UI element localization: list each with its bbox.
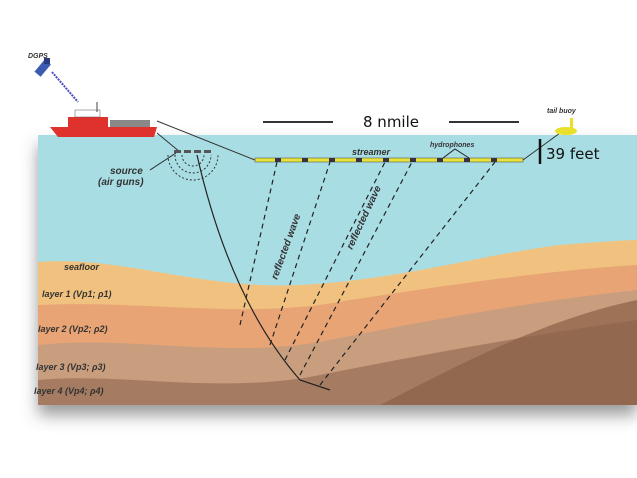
hydrophones-pointer [442, 148, 470, 159]
layer-3-label: layer 3 (Vp3; ρ3) [36, 362, 105, 372]
tow-cable-streamer [156, 120, 256, 161]
reflected-wave-line [239, 161, 278, 326]
cross-section [38, 135, 637, 405]
buoy-line [522, 132, 561, 161]
layer-4-label: layer 4 (Vp4; ρ4) [34, 386, 103, 396]
incident-wave [196, 154, 331, 391]
seafloor-label: seafloor [64, 262, 100, 272]
source-label: source [110, 166, 143, 177]
deep-rock [380, 300, 637, 405]
source-pointer [149, 152, 177, 171]
distance-label: 8 nmile [363, 113, 419, 131]
layer-2-label: layer 2 (Vp2; ρ2) [38, 324, 107, 334]
tail-buoy-label: tail buoy [547, 108, 577, 115]
tail-buoy-icon [555, 118, 577, 135]
reflected-waves [239, 161, 496, 386]
hydrophone-markers [275, 158, 497, 162]
satellite-icon [34, 58, 79, 103]
reflected-wave-line [299, 161, 413, 376]
streamer-label: streamer [352, 147, 391, 157]
hydrophones-label: hydrophones [430, 142, 474, 149]
dgps-label: DGPS [28, 53, 48, 60]
source-sublabel: (air guns) [98, 177, 144, 188]
reflected-wave-line [319, 161, 496, 386]
ship-icon [50, 102, 157, 137]
tow-cable-source [156, 132, 181, 153]
air-guns-icon [167, 150, 219, 181]
layer-1-label: layer 1 (Vp1; ρ1) [42, 289, 111, 299]
reflected-wave-line [284, 161, 386, 361]
depth-label: 39 feet [546, 145, 600, 163]
